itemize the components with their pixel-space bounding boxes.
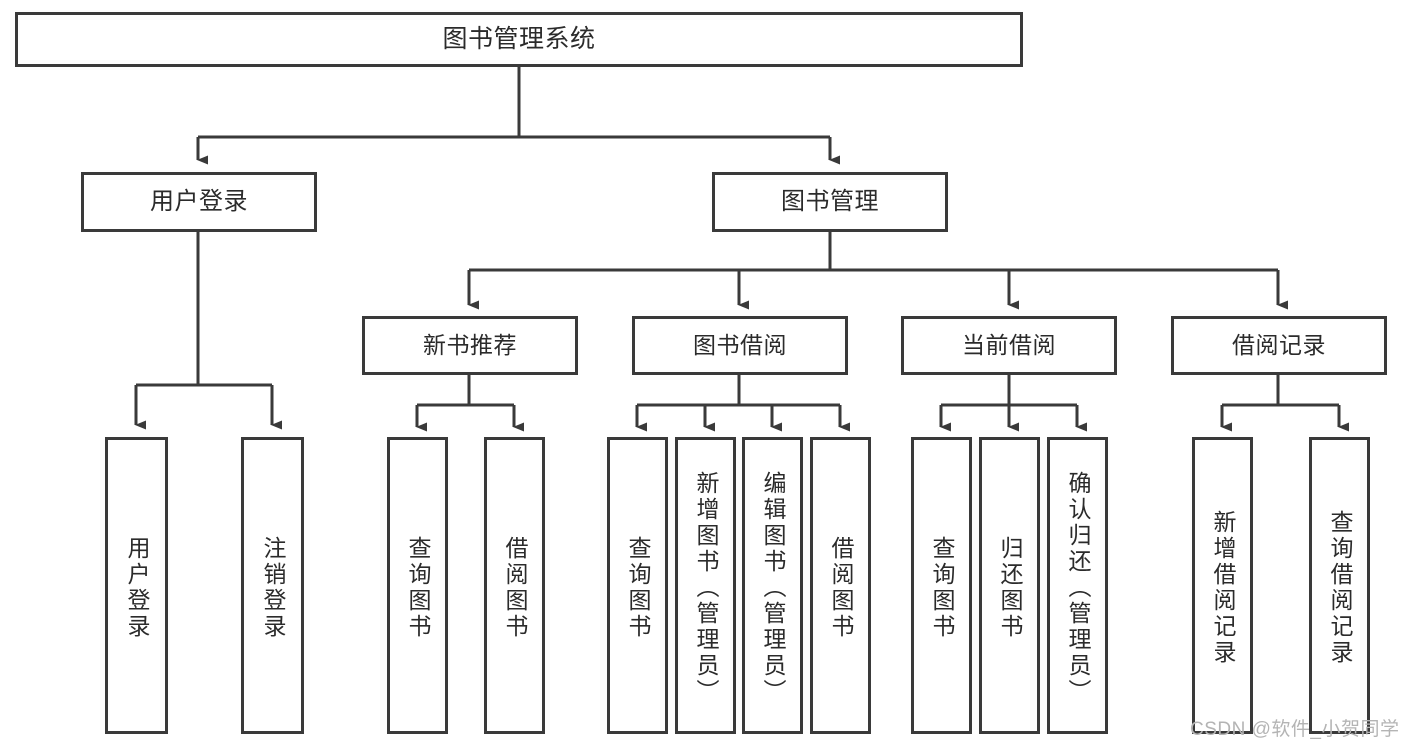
node-leaf-user-login-label: 用户登录 bbox=[124, 535, 150, 640]
node-leaf-query-book-3[interactable]: 查询图书 bbox=[911, 437, 972, 734]
node-leaf-return-book-label: 归还图书 bbox=[997, 535, 1023, 640]
node-leaf-borrow-book-2[interactable]: 借阅图书 bbox=[810, 437, 871, 734]
node-leaf-edit-book-label: 编辑图书（管理员） bbox=[760, 470, 786, 705]
node-borrow-record[interactable]: 借阅记录 bbox=[1171, 316, 1387, 375]
node-leaf-confirm-return[interactable]: 确认归还（管理员） bbox=[1047, 437, 1108, 734]
node-book-borrow-label: 图书借阅 bbox=[693, 332, 787, 359]
node-root-label: 图书管理系统 bbox=[442, 25, 596, 53]
node-leaf-query-record[interactable]: 查询借阅记录 bbox=[1309, 437, 1370, 734]
node-leaf-query-book-2[interactable]: 查询图书 bbox=[607, 437, 668, 734]
node-leaf-edit-book[interactable]: 编辑图书（管理员） bbox=[742, 437, 803, 734]
node-leaf-add-book[interactable]: 新增图书（管理员） bbox=[675, 437, 736, 734]
node-leaf-add-record[interactable]: 新增借阅记录 bbox=[1192, 437, 1253, 734]
node-book-manage[interactable]: 图书管理 bbox=[712, 172, 948, 232]
node-leaf-add-record-label: 新增借阅记录 bbox=[1210, 509, 1236, 666]
node-current-borrow-label: 当前借阅 bbox=[962, 332, 1056, 359]
node-current-borrow[interactable]: 当前借阅 bbox=[901, 316, 1117, 375]
node-leaf-borrow-book-1-label: 借阅图书 bbox=[502, 535, 528, 640]
node-user-login[interactable]: 用户登录 bbox=[81, 172, 317, 232]
node-leaf-query-book-2-label: 查询图书 bbox=[625, 535, 651, 640]
node-leaf-add-book-label: 新增图书（管理员） bbox=[693, 470, 719, 705]
node-root[interactable]: 图书管理系统 bbox=[15, 12, 1023, 67]
node-leaf-query-book-1-label: 查询图书 bbox=[405, 535, 431, 640]
node-new-book-recommend-label: 新书推荐 bbox=[423, 332, 517, 359]
node-leaf-borrow-book-1[interactable]: 借阅图书 bbox=[484, 437, 545, 734]
node-book-borrow[interactable]: 图书借阅 bbox=[632, 316, 848, 375]
node-book-manage-label: 图书管理 bbox=[781, 188, 879, 216]
node-leaf-query-book-3-label: 查询图书 bbox=[929, 535, 955, 640]
node-leaf-borrow-book-2-label: 借阅图书 bbox=[828, 535, 854, 640]
node-new-book-recommend[interactable]: 新书推荐 bbox=[362, 316, 578, 375]
node-leaf-query-record-label: 查询借阅记录 bbox=[1327, 509, 1353, 666]
node-leaf-confirm-return-label: 确认归还（管理员） bbox=[1065, 470, 1091, 705]
node-leaf-user-login[interactable]: 用户登录 bbox=[105, 437, 168, 734]
node-user-login-label: 用户登录 bbox=[150, 188, 248, 216]
node-leaf-query-book-1[interactable]: 查询图书 bbox=[387, 437, 448, 734]
node-leaf-return-book[interactable]: 归还图书 bbox=[979, 437, 1040, 734]
node-borrow-record-label: 借阅记录 bbox=[1232, 332, 1326, 359]
node-leaf-logout[interactable]: 注销登录 bbox=[241, 437, 304, 734]
node-leaf-logout-label: 注销登录 bbox=[260, 535, 286, 640]
